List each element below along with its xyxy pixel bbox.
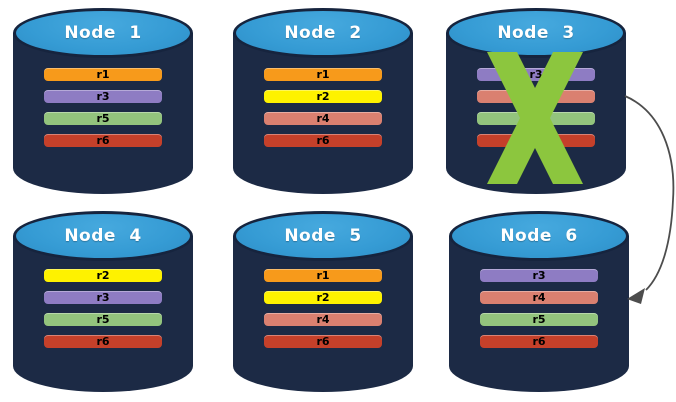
replica-band-r3: r3 <box>44 291 162 304</box>
cylinder-top: Node 5 <box>233 211 413 261</box>
cylinder-top: Node 1 <box>13 8 193 58</box>
cylinder-top: Node 6 <box>449 211 629 261</box>
cylinder-top: Node 3 <box>446 8 626 58</box>
node-cylinder-6: Node 6 r3 r4 r5 r6 <box>449 211 629 392</box>
replica-band-r5: r5 <box>480 313 598 326</box>
replica-band-r5: r5 <box>44 112 162 125</box>
replica-band-r4: r4 <box>480 291 598 304</box>
replica-band-r3: r3 <box>480 269 598 282</box>
node-title: Node 3 <box>497 23 575 43</box>
replica-band-r1: r1 <box>264 68 382 81</box>
cylinder-top: Node 4 <box>13 211 193 261</box>
replica-band-r1: r1 <box>44 68 162 81</box>
replica-band-r6: r6 <box>44 335 162 348</box>
replica-band-r1: r1 <box>264 269 382 282</box>
replica-band-r3: r3 <box>477 68 595 81</box>
node-title: Node 1 <box>64 23 142 43</box>
node-title: Node 4 <box>64 226 142 246</box>
node-title: Node 2 <box>284 23 362 43</box>
node-cylinder-4: Node 4 r2 r3 r5 r6 <box>13 211 193 392</box>
replica-band-r3: r3 <box>44 90 162 103</box>
cylinder-top: Node 2 <box>233 8 413 58</box>
replica-list: r1 r2 r4 r6 <box>264 269 382 357</box>
replica-list: r1 r2 r4 r6 <box>264 68 382 156</box>
replica-list: r1 r3 r5 r6 <box>44 68 162 156</box>
replica-band-r6: r6 <box>480 335 598 348</box>
replica-band-r4: r4 <box>264 313 382 326</box>
node-cylinder-3: Node 3 r3 <box>446 8 626 194</box>
replica-list: r3 r4 r5 r6 <box>480 269 598 357</box>
replica-band-r2: r2 <box>44 269 162 282</box>
node-title: Node 5 <box>284 226 362 246</box>
replica-band-r6: r6 <box>264 335 382 348</box>
replica-band-r5: r5 <box>44 313 162 326</box>
replica-band-r2: r2 <box>264 90 382 103</box>
replica-list: r2 r3 r5 r6 <box>44 269 162 357</box>
replica-band-r6: r6 <box>264 134 382 147</box>
node-cylinder-1: Node 1 r1 r3 r5 r6 <box>13 8 193 194</box>
replica-list: r3 <box>477 68 595 156</box>
replica-band <box>477 90 595 103</box>
node-cylinder-5: Node 5 r1 r2 r4 r6 <box>233 211 413 392</box>
replica-band <box>477 134 595 147</box>
replica-band-r2: r2 <box>264 291 382 304</box>
replica-band-r6: r6 <box>44 134 162 147</box>
node-title: Node 6 <box>500 226 578 246</box>
failover-arrow <box>624 95 675 304</box>
replica-band-r4: r4 <box>264 112 382 125</box>
replica-band <box>477 112 595 125</box>
node-cylinder-2: Node 2 r1 r2 r4 r6 <box>233 8 413 194</box>
